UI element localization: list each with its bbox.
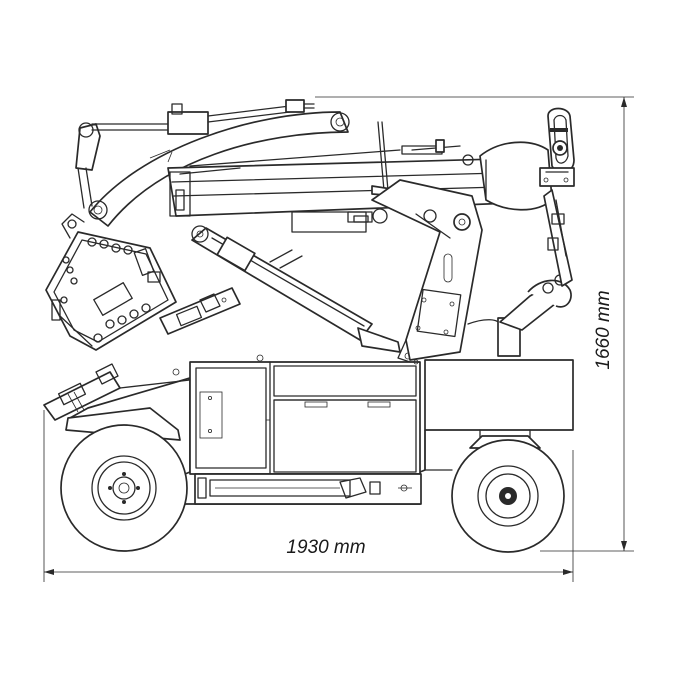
width-dimension-label: 1930 mm [286,537,365,558]
rear-outrigger-lower [43,363,191,421]
rear-wheel [60,407,188,552]
upper-jib [75,99,350,227]
outrigger-middle [159,287,241,335]
rear-counterweight-head [45,213,177,351]
main-boom [167,139,553,233]
height-dimension-label: 1660 mm [593,290,614,369]
mast-arm [371,179,501,363]
dimension-lines [43,96,634,582]
lift-cylinder [191,225,401,353]
front-column [497,189,573,357]
gripper-head [539,107,575,187]
front-wheel [451,435,565,553]
chassis [65,352,574,505]
